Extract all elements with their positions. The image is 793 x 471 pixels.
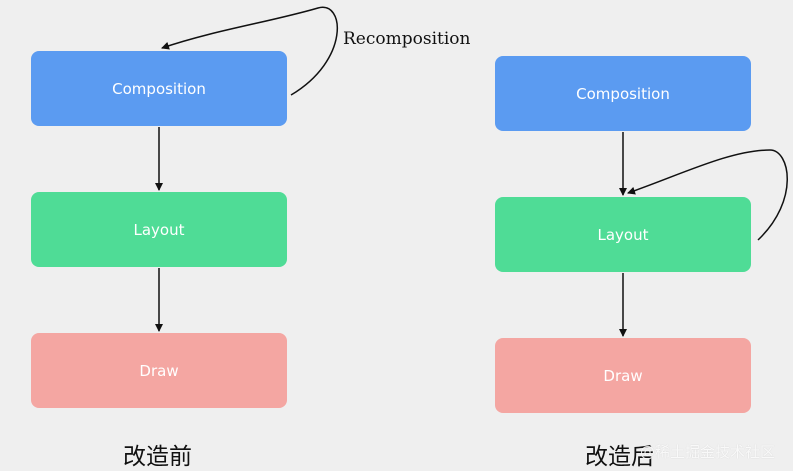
right-caption: 改造后 [585, 444, 654, 470]
watermark: @稀土掘金技术社区 [640, 443, 776, 461]
left-layout-label: Layout [133, 220, 185, 239]
left-recomposition-loop-arrow [161, 6, 338, 96]
left-draw-box: Draw [31, 333, 287, 408]
right-composition-label: Composition [576, 84, 670, 103]
recomposition-label: Recomposition [343, 29, 471, 49]
left-composition-box: Composition [31, 51, 287, 126]
left-layout-box: Layout [31, 192, 287, 267]
left-caption: 改造前 [123, 444, 192, 470]
left-draw-label: Draw [139, 361, 179, 380]
right-draw-box: Draw [495, 338, 751, 413]
right-layout-loop-arrow [627, 149, 788, 241]
right-layout-box: Layout [495, 197, 751, 272]
left-composition-label: Composition [112, 79, 206, 98]
right-draw-label: Draw [603, 366, 643, 385]
right-composition-box: Composition [495, 56, 751, 131]
right-layout-label: Layout [597, 225, 649, 244]
